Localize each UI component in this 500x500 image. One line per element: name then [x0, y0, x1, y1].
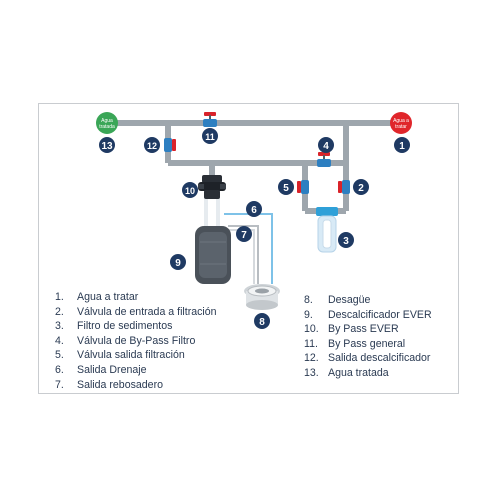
legend-item-number: 12. — [304, 352, 319, 365]
legend-item: 5. Válvula salida filtración — [55, 348, 217, 363]
legend-item: 13. Agua tratada — [304, 366, 432, 381]
badge-11-label: 11 — [205, 132, 215, 142]
legend-item-text: Desagüe — [328, 294, 371, 306]
badge-10: 10 — [182, 182, 198, 198]
badge-9-label: 9 — [175, 258, 181, 269]
badge-3: 3 — [338, 232, 354, 248]
endpoint-treated-line1: Agua — [101, 118, 113, 124]
legend-item-text: Descalcificador EVER — [328, 308, 432, 321]
endpoint-raw-line2: tratar — [395, 124, 407, 130]
badge-2: 2 — [353, 179, 369, 195]
badge-13: 13 — [99, 137, 115, 153]
badge-4: 4 — [318, 137, 334, 153]
legend-item-number: 5. — [55, 349, 64, 362]
badge-5-label: 5 — [283, 183, 289, 194]
badge-8-label: 8 — [259, 317, 265, 328]
legend-left: 1. Agua a tratar 2. Válvula de entrada a fi… — [55, 290, 217, 392]
valve-2-filter-inlet — [338, 180, 350, 194]
floor-drain — [244, 284, 280, 310]
legend-item-text: Filtro de sedimentos — [77, 320, 173, 333]
badge-7-label: 7 — [241, 230, 247, 241]
endpoint-raw-line1: Agua a — [393, 118, 409, 124]
endpoint-treated-water: Agua tratada — [96, 112, 118, 134]
badge-12-label: 12 — [147, 141, 157, 151]
badge-5: 5 — [278, 179, 294, 195]
endpoint-raw-water: Agua a tratar — [390, 112, 412, 134]
badge-13-label: 13 — [101, 141, 113, 152]
legend-item: 9. Descalcificador EVER — [304, 308, 432, 323]
drain-hose-7b — [228, 229, 255, 284]
legend-item: 6. Salida Drenaje — [55, 363, 217, 378]
badge-1-label: 1 — [399, 141, 405, 152]
legend-item-text: Salida rebosadero — [77, 378, 163, 391]
drain-hose-6 — [224, 213, 273, 284]
badge-11: 11 — [202, 128, 218, 144]
legend-item-text: Válvula de entrada a filtración — [77, 305, 217, 318]
legend-item-number: 2. — [55, 305, 64, 318]
badge-6-label: 6 — [251, 205, 257, 216]
legend-item: 7. Salida rebosadero — [55, 378, 217, 393]
valve-12-softener-outlet — [164, 138, 176, 152]
badge-10-label: 10 — [185, 186, 195, 196]
legend-item-number: 9. — [304, 308, 313, 321]
legend-item: 1. Agua a tratar — [55, 290, 217, 305]
drain-hose-7 — [228, 225, 259, 284]
badge-12: 12 — [144, 137, 160, 153]
badge-3-label: 3 — [343, 236, 349, 247]
legend-item-number: 1. — [55, 291, 64, 303]
sediment-filter — [316, 207, 338, 253]
legend-item-text: By Pass EVER — [328, 323, 399, 336]
legend-item-number: 10. — [304, 323, 319, 336]
badge-6: 6 — [246, 201, 262, 217]
badge-9: 9 — [170, 254, 186, 270]
legend-item-number: 13. — [304, 366, 319, 379]
endpoint-treated-line2: tratada — [99, 124, 115, 130]
softener-tank — [195, 226, 231, 284]
legend-item-number: 8. — [304, 294, 313, 306]
legend-item: 4. Válvula de By-Pass Filtro — [55, 334, 217, 349]
legend-item-number: 6. — [55, 363, 64, 376]
legend-item-text: Agua tratada — [328, 366, 389, 379]
legend-item-number: 7. — [55, 378, 64, 391]
legend-item-text: Agua a tratar — [77, 291, 139, 303]
legend-item-number: 3. — [55, 320, 64, 333]
legend-item: 8. Desagüe — [304, 293, 432, 308]
badge-4-label: 4 — [323, 141, 329, 152]
legend-item-text: Válvula salida filtración — [77, 349, 185, 362]
legend-item: 3. Filtro de sedimentos — [55, 319, 217, 334]
legend-item-text: Salida Drenaje — [77, 363, 147, 376]
legend-item-number: 4. — [55, 334, 64, 347]
valve-4-filter-bypass — [317, 152, 331, 167]
legend-item: 11. By Pass general — [304, 337, 432, 352]
legend-item-number: 11. — [304, 337, 318, 350]
legend-item-text: By Pass general — [328, 337, 406, 350]
legend-item-text: Válvula de By-Pass Filtro — [77, 334, 196, 347]
legend-item: 2. Válvula de entrada a filtración — [55, 305, 217, 320]
legend-item: 10. By Pass EVER — [304, 322, 432, 337]
badge-8: 8 — [254, 313, 270, 329]
ever-bypass-valve — [198, 175, 226, 199]
badge-1: 1 — [394, 137, 410, 153]
number-badges: 13 12 11 1 4 10 5 2 6 7 3 9 8 — [99, 128, 410, 329]
legend-right: 8. Desagüe 9. Descalcificador EVER 10. By Pas… — [304, 293, 432, 381]
badge-7: 7 — [236, 226, 252, 242]
legend-item: 12. Salida descalcificador — [304, 351, 432, 366]
legend-item-text: Salida descalcificador — [328, 352, 431, 365]
valve-11-bypass-general — [203, 112, 217, 127]
drain-hoses — [224, 213, 273, 284]
badge-2-label: 2 — [358, 183, 364, 194]
valve-5-filter-outlet — [297, 180, 309, 194]
